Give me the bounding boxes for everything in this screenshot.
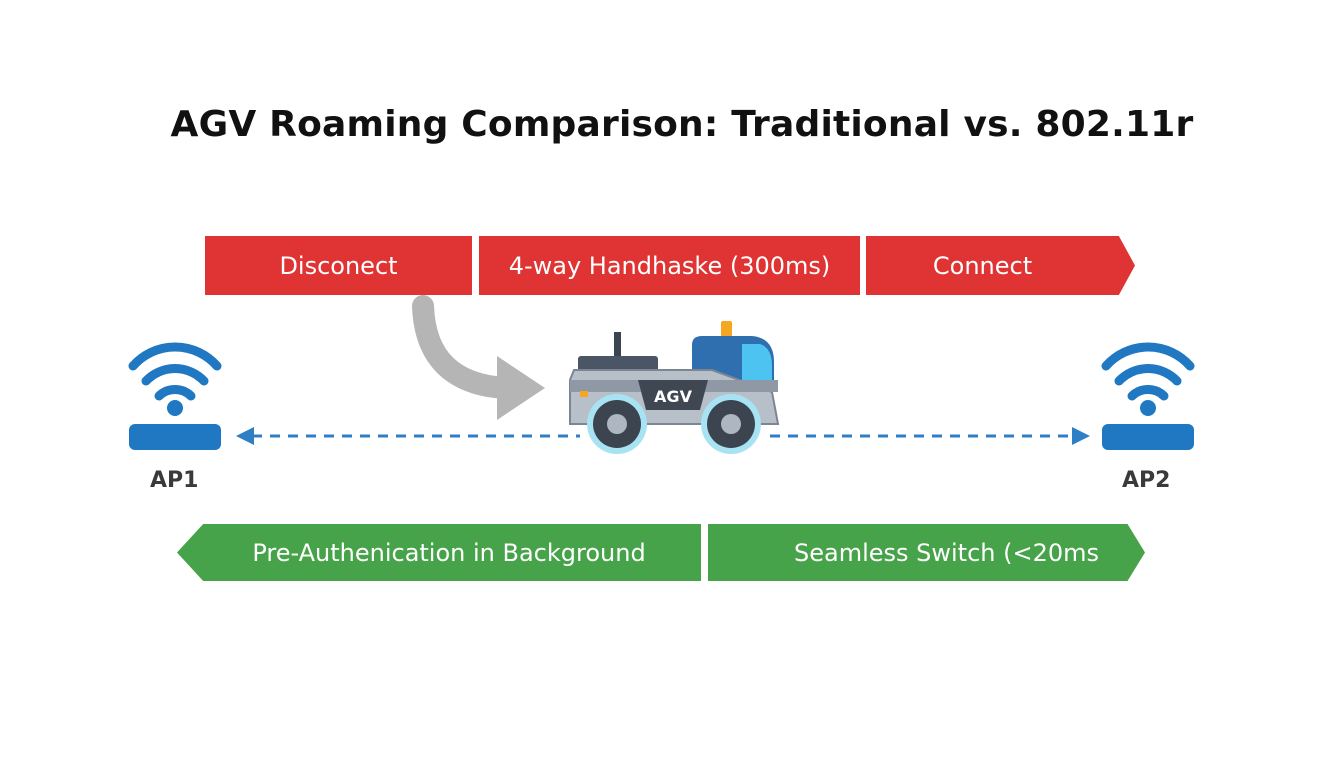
agv-vehicle-icon bbox=[569, 321, 780, 454]
ap2-wifi-router-icon bbox=[1101, 342, 1195, 450]
ap1-label: AP1 bbox=[150, 468, 199, 493]
link-ap1-dashed bbox=[236, 427, 580, 445]
link-ap2-dashed bbox=[770, 427, 1090, 445]
ap2-label: AP2 bbox=[1122, 468, 1171, 493]
agv-label: AGV bbox=[654, 387, 693, 406]
traditional-step-handshake: 4-way Handhaske (300ms) bbox=[479, 236, 860, 295]
fast-roaming-step-preauth: Pre-Authenication in Background bbox=[177, 524, 701, 581]
traditional-step-disconnect: Disconect bbox=[205, 236, 472, 295]
transition-arrow-icon bbox=[412, 295, 545, 420]
ap1-wifi-router-icon bbox=[128, 342, 222, 450]
fast-roaming-step-switch: Seamless Switch (<20ms bbox=[708, 524, 1145, 581]
traditional-step-connect: Connect bbox=[866, 236, 1135, 295]
page-title: AGV Roaming Comparison: Traditional vs. … bbox=[170, 104, 1194, 145]
